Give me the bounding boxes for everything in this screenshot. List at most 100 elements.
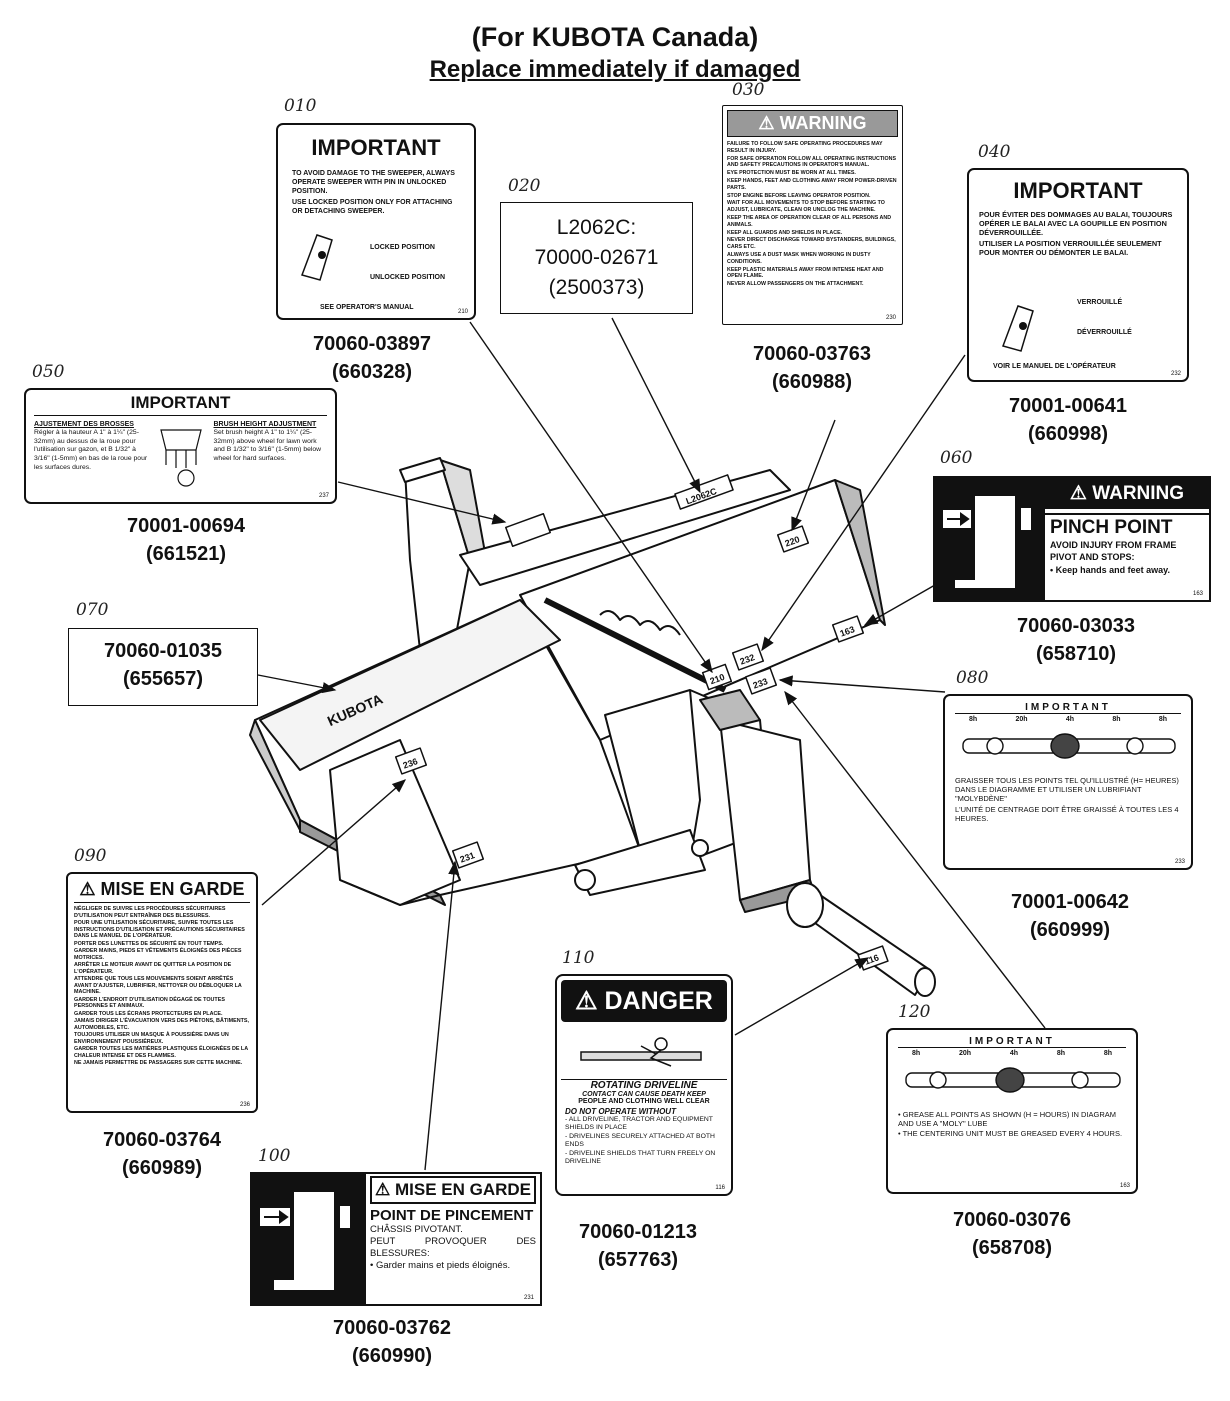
decal-090-line: GARDER TOUS LES ÉCRANS PROTECTEURS EN PL…	[74, 1010, 223, 1017]
decal-010-line: USE LOCKED POSITION ONLY FOR ATTACHING O…	[292, 198, 453, 215]
decal-110-heading-text: DANGER	[604, 987, 713, 1015]
decal-040-unlocked-label: DÉVERROUILLÉ	[1077, 329, 1132, 336]
decal-060-sub-heading: PINCH POINT	[1050, 517, 1173, 538]
decal-100-part: 70060-03762 (660990)	[282, 1314, 502, 1370]
decal-060-code: 163	[1192, 591, 1203, 597]
item-020-number: 020	[508, 176, 541, 196]
decal-090-line: GARDER TOUTES LES MATIÈRES PLASTIQUES ÉL…	[74, 1046, 248, 1059]
decal-030-line: FOR SAFE OPERATION FOLLOW ALL OPERATING …	[727, 155, 897, 169]
decal-030-line: KEEP THE AREA OF OPERATION CLEAR OF ALL …	[727, 214, 892, 228]
decal-100-line: • Garder mains et pieds éloignés.	[370, 1260, 511, 1271]
decal-090-line: ATTENDRE QUE TOUS LES MOUVEMENTS SOIENT …	[74, 976, 242, 995]
grease-hours: 8h	[1103, 1050, 1112, 1057]
item-080-number: 080	[956, 668, 989, 688]
decal-120-part: 70060-03076 (658708)	[902, 1206, 1122, 1262]
part-ref: (660328)	[331, 361, 413, 383]
svg-text:210: 210	[708, 672, 726, 687]
driveline-grease-icon	[905, 1067, 1121, 1093]
decal-100-line: CHÂSSIS PIVOTANT.	[370, 1224, 463, 1235]
decal-030-line: WAIT FOR ALL MOVEMENTS TO STOP BEFORE ST…	[727, 200, 885, 214]
decal-120-heading: IMPORTANT	[898, 1036, 1126, 1048]
decal-090-line: PORTER DES LUNETTES DE SÉCURITÉ EN TOUT …	[74, 940, 224, 947]
decal-010-part: 70060-03897 (660328)	[262, 330, 482, 386]
decal-010-line: TO AVOID DAMAGE TO THE SWEEPER, ALWAYS O…	[292, 170, 455, 196]
decal-040-heading: IMPORTANT	[1013, 178, 1143, 203]
decal-050-part: 70001-00694 (661521)	[76, 512, 296, 568]
decal-020-line: L2062C:	[556, 216, 637, 239]
decal-030-line: KEEP HANDS, FEET AND CLOTHING AWAY FROM …	[727, 177, 897, 191]
part-number: 70060-03033	[1017, 615, 1135, 637]
item-120-number: 120	[898, 1002, 931, 1022]
item-050-number: 050	[32, 362, 65, 382]
decal-060: ⚠ WARNING PINCH POINT AVOID INJURY FROM …	[933, 476, 1211, 602]
decal-110-sub-heading: ROTATING DRIVELINE	[561, 1079, 727, 1091]
item-070-number: 070	[76, 600, 109, 620]
decal-080-part: 70001-00642 (660999)	[960, 888, 1180, 944]
decal-110-code: 116	[715, 1185, 725, 1191]
decal-090-code: 236	[239, 1102, 250, 1108]
decal-010-locked-label: LOCKED POSITION	[370, 244, 435, 251]
item-100-number: 100	[258, 1146, 291, 1166]
decal-090-heading: ⚠ MISE EN GARDE	[74, 879, 250, 903]
decal-030-line: KEEP PLASTIC MATERIALS AWAY FROM INTENSE…	[727, 266, 884, 280]
pinch-point-pictogram	[252, 1174, 364, 1304]
decal-030-line: STOP ENGINE BEFORE LEAVING OPERATOR POSI…	[727, 192, 871, 199]
decal-030-part: 70060-03763 (660988)	[702, 340, 922, 396]
part-number: 70001-00641	[1009, 395, 1127, 417]
decal-100-code: 231	[523, 1295, 534, 1301]
item-040-number: 040	[978, 142, 1011, 162]
decal-100-heading-text: MISE EN GARDE	[394, 1180, 531, 1199]
decal-120-line: • THE CENTERING UNIT MUST BE GREASED EVE…	[898, 1129, 1123, 1139]
grease-hours: 8h	[912, 1050, 921, 1057]
decal-050-right-title: BRUSH HEIGHT ADJUSTMENT	[213, 421, 317, 428]
decal-030-line: ALWAYS USE A DUST MASK WHEN WORKING IN D…	[727, 251, 871, 265]
part-number: 70060-01213	[579, 1221, 697, 1243]
decal-050: IMPORTANT AJUSTEMENT DES BROSSES Régler …	[24, 388, 337, 504]
decal-040-locked-label: VERROUILLÉ	[1077, 299, 1123, 306]
decal-030-heading-text: WARNING	[779, 113, 867, 133]
decal-060-heading-text: WARNING	[1092, 483, 1185, 504]
decal-090-line: POUR UNE UTILISATION SÉCURITAIRE, SUIVRE…	[74, 920, 245, 939]
decal-020-line: (2500373)	[548, 276, 645, 299]
decal-050-left-text: Régler à la hauteur A 1" à 1¼" (25-32mm)…	[34, 429, 148, 471]
decal-040-part: 70001-00641 (660998)	[958, 392, 1178, 448]
decal-110-line: - DRIVELINE SHIELDS THAT TURN FREELY ON …	[565, 1150, 716, 1165]
item-030-number: 030	[732, 80, 765, 100]
page-subtitle: Replace immediately if damaged	[429, 56, 801, 83]
decal-120: IMPORTANT 8h 20h 4h 8h 8h • GREASE ALL P…	[886, 1028, 1138, 1194]
grease-hours: 4h	[1065, 716, 1075, 723]
decal-030-line: KEEP ALL GUARDS AND SHIELDS IN PLACE.	[727, 229, 843, 236]
svg-text:232: 232	[739, 652, 757, 667]
part-ref: (660998)	[1027, 423, 1109, 445]
svg-text:163: 163	[839, 624, 857, 639]
decal-040: IMPORTANT POUR ÉVITER DES DOMMAGES AU BA…	[967, 168, 1189, 382]
part-ref: (660988)	[771, 371, 853, 393]
part-number: 70060-03764	[103, 1129, 221, 1151]
decal-100-line: PEUT PROVOQUER DES BLESSURES:	[370, 1236, 536, 1259]
decal-010-heading: IMPORTANT	[311, 135, 441, 160]
decal-070-line: 70060-01035	[104, 640, 222, 662]
decal-010-footer: SEE OPERATOR'S MANUAL	[320, 304, 414, 311]
decal-110-sub-heading-3: PEOPLE AND CLOTHING WELL CLEAR	[578, 1098, 710, 1105]
decal-090-line: GARDER MAINS, PIEDS ET VÊTEMENTS ÉLOIGNÉ…	[74, 948, 242, 961]
decal-050-left-title: AJUSTEMENT DES BROSSES	[34, 421, 134, 428]
decal-090-part: 70060-03764 (660989)	[52, 1126, 272, 1182]
decal-080-line: GRAISSER TOUS LES POINTS TEL QU'ILLUSTRÉ…	[955, 776, 1179, 804]
decal-110-sub-heading-2: CONTACT CAN CAUSE DEATH KEEP	[582, 1091, 706, 1098]
grease-hours: 8h	[1158, 716, 1167, 723]
decal-110-line: - ALL DRIVELINE, TRACTOR AND EQUIPMENT S…	[565, 1116, 713, 1131]
grease-hours: 4h	[1009, 1050, 1019, 1057]
decal-110-heading: ⚠ DANGER	[561, 980, 727, 1022]
item-110-number: 110	[562, 948, 595, 968]
pin-position-icon	[301, 234, 333, 281]
svg-text:231: 231	[459, 850, 477, 865]
pinch-point-pictogram	[935, 478, 1043, 600]
decal-110: ⚠ DANGER ROTATING DRIVELINE CONTACT CAN …	[555, 974, 733, 1196]
decal-090-line: NE JAMAIS PERMETTRE DE PASSAGERS SUR CET…	[74, 1060, 243, 1066]
machine-tag-220: 220	[784, 534, 802, 549]
brush-height-icon	[156, 420, 206, 495]
decal-030: ⚠ WARNING FAILURE TO FOLLOW SAFE OPERATI…	[722, 105, 903, 325]
part-number: 70060-03762	[333, 1317, 451, 1339]
decal-100-sub-heading: POINT DE PINCEMENT	[370, 1207, 534, 1224]
